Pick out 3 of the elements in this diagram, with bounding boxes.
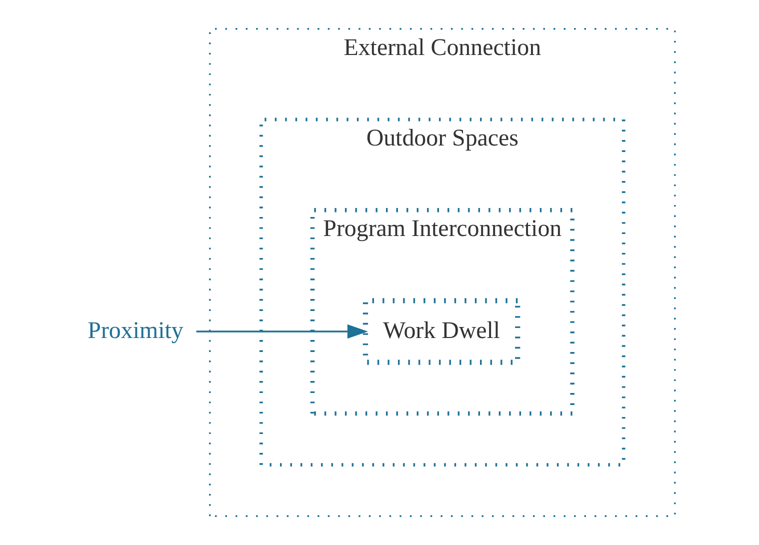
arrow [196,324,368,339]
node-box: Work Dwell [362,298,520,365]
node-text: Proximity [87,318,183,344]
